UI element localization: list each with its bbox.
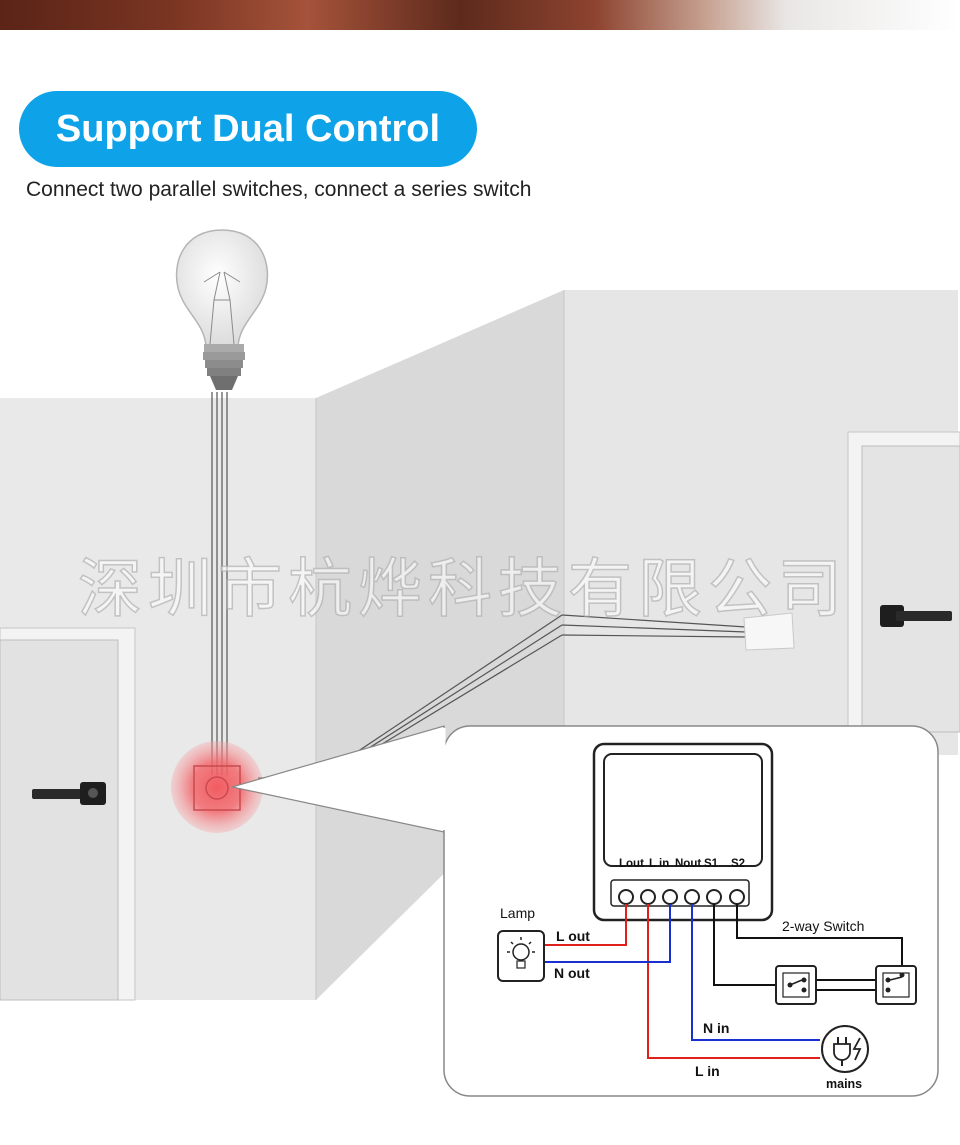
- mains-plug-icon: [821, 1025, 869, 1073]
- watermark: 深圳市杭烨科技有限公司: [77, 552, 848, 628]
- diagram-wires: [545, 904, 903, 1059]
- terminal-label-s1: S1: [704, 858, 719, 870]
- door-handle-icon: [880, 605, 952, 627]
- mains-label: mains: [826, 1077, 862, 1091]
- terminal-label-nout: Nout: [675, 858, 701, 870]
- wire-s1: [713, 904, 790, 986]
- wiring-labels: Lamp L out N out 2-way Switch N in L in …: [500, 905, 864, 1091]
- terminal-labels: Lout L in Nout S1 S2: [619, 858, 745, 870]
- two-way-switch-label: 2-way Switch: [782, 918, 864, 934]
- terminal-label-lin: L in: [649, 858, 669, 870]
- n-in-label: N in: [703, 1020, 729, 1036]
- door-handle-icon: [32, 782, 106, 805]
- wire-l-out: [545, 904, 627, 946]
- switch-icon: [775, 965, 817, 1005]
- top-photo-strip: [0, 0, 960, 30]
- terminal-label-s2: S2: [731, 858, 745, 870]
- wall-switch-icon: [743, 612, 795, 651]
- switch-icon: [875, 965, 917, 1005]
- module-device-icon: [592, 742, 774, 922]
- page-title: Support Dual Control: [19, 91, 477, 167]
- light-bulb-icon: [175, 229, 269, 390]
- right-door: [847, 431, 960, 733]
- wire-n-out: [545, 904, 671, 963]
- wire-l-in: [647, 904, 820, 1059]
- lamp-label: Lamp: [500, 905, 535, 921]
- lamp-icon: [497, 930, 545, 982]
- l-out-label: L out: [556, 928, 590, 944]
- wire-n-in: [691, 904, 820, 1041]
- middle-wall: [316, 290, 564, 1000]
- terminal-label-lout: Lout: [619, 858, 644, 870]
- page-subtitle: Connect two parallel switches, connect a…: [26, 178, 532, 201]
- l-in-label: L in: [695, 1063, 720, 1079]
- n-out-label: N out: [554, 965, 590, 981]
- wire-s2: [736, 904, 903, 975]
- left-door: [0, 627, 136, 1001]
